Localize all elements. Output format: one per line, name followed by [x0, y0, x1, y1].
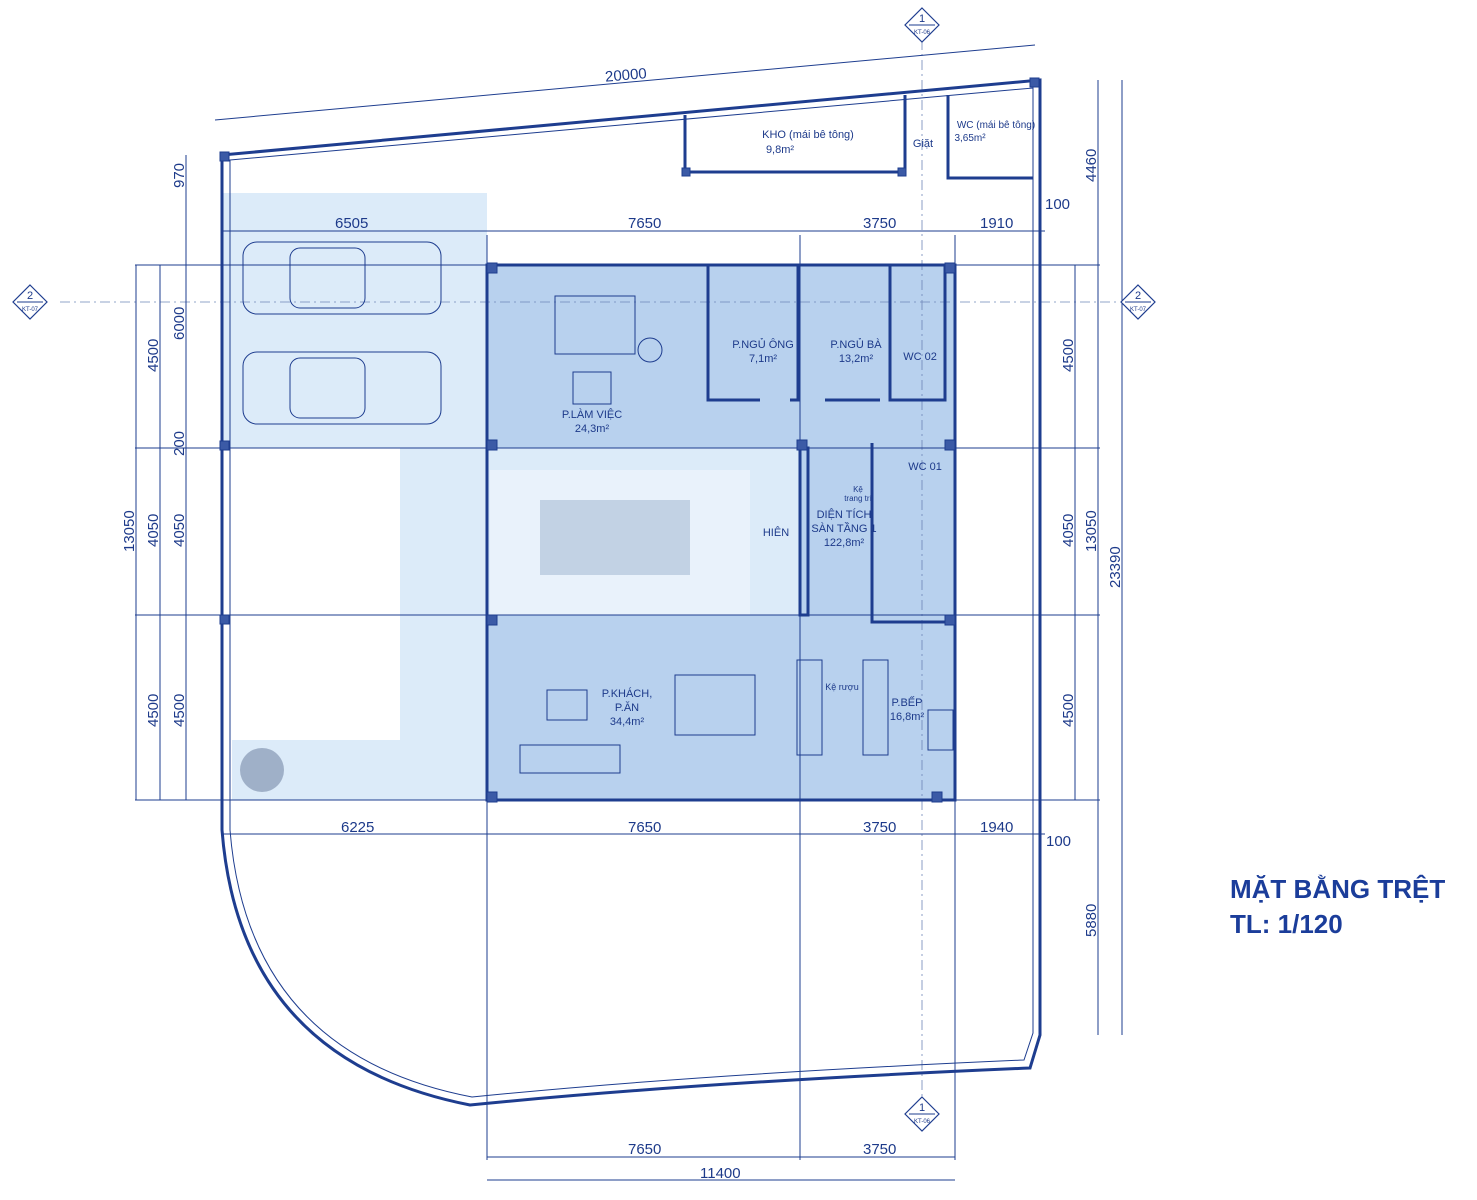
dim-label: 970: [171, 163, 188, 188]
garage-area: [222, 193, 487, 448]
dim-label: 6000: [171, 307, 188, 340]
section-marker-top: 1 KT-06: [904, 7, 940, 43]
dim-label: 4050: [145, 514, 162, 547]
dim-label: 4460: [1083, 149, 1100, 182]
label-wc02: WC 02: [903, 351, 937, 363]
label-ke-trang-tri-1: Kệ: [853, 485, 863, 494]
dim-label: 6225: [341, 819, 374, 836]
label-dien-tich-2: SÀN TẦNG 1: [811, 522, 876, 535]
dim-label: 4500: [1060, 694, 1077, 727]
drawing-scale: TL: 1/120: [1230, 909, 1343, 939]
dim-label: 1940: [980, 819, 1013, 836]
label-giat: Giặt: [913, 138, 933, 150]
dim-label: 3750: [863, 215, 896, 232]
dim-label: 7650: [628, 215, 661, 232]
label-kho: KHO (mái bê tông): [762, 129, 854, 141]
dim-label: 4500: [171, 694, 188, 727]
dimension-labels: 20000 6505 7650 3750 1910 100 6225 7650 …: [121, 65, 1124, 1182]
courtyard-garden: [540, 500, 690, 575]
area-kho: 9,8m²: [766, 144, 794, 156]
label-dien-tich-1: DIỆN TÍCH: [817, 508, 872, 521]
dim-label: 3750: [863, 819, 896, 836]
marker-number: 2: [1135, 290, 1141, 302]
area-bep: 16,8m²: [890, 711, 925, 723]
area-khach-an: 34,4m²: [610, 716, 645, 728]
label-khach: P.KHÁCH,: [602, 687, 653, 700]
marker-number: 1: [919, 1102, 925, 1114]
dim-label: 200: [171, 431, 188, 456]
label-bep: P.BẾP: [892, 696, 923, 709]
section-marker-left: 2 KT-07: [12, 284, 48, 320]
section-marker-right: 2 KT-07: [1120, 284, 1156, 320]
label-wc01: WC 01: [908, 461, 942, 473]
area-lam-viec: 24,3m²: [575, 423, 610, 435]
label-an: P.ĂN: [615, 701, 639, 714]
dim-label: 13050: [121, 510, 138, 552]
dim-label: 6505: [335, 215, 368, 232]
dim-label: 4050: [1060, 514, 1077, 547]
lot-boundary: [220, 78, 1042, 1107]
room-labels: KHO (mái bê tông) 9,8m² Giặt WC (mái bê …: [562, 120, 1035, 728]
dimension-lines: [135, 44, 1123, 1181]
dim-label: 3750: [863, 1141, 896, 1158]
dim-top-total: 20000: [604, 65, 647, 86]
walls: [220, 95, 1033, 830]
dim-label: 100: [1046, 833, 1071, 850]
marker-ref: KT-06: [914, 1119, 931, 1125]
dim-label: 7650: [628, 819, 661, 836]
label-lam-viec: P.LÀM VIỆC: [562, 408, 622, 421]
marker-number: 1: [919, 13, 925, 25]
label-wc-top: WC (mái bê tông): [957, 120, 1035, 131]
dim-label: 13050: [1083, 510, 1100, 552]
furniture: [519, 295, 954, 774]
dim-label: 5880: [1083, 904, 1100, 937]
label-hien: HIÊN: [763, 526, 789, 539]
marker-ref: KT-06: [914, 30, 931, 36]
dim-label: 7650: [628, 1141, 661, 1158]
dim-label: 23390: [1107, 546, 1124, 588]
section-marker-bottom: 1 KT-06: [904, 1096, 940, 1132]
parked-cars: [242, 241, 442, 425]
label-ngu-ba: P.NGỦ BÀ: [830, 338, 882, 351]
dim-label: 1910: [980, 215, 1013, 232]
marker-number: 2: [27, 290, 33, 302]
dim-label: 4500: [145, 694, 162, 727]
area-ngu-ba: 13,2m²: [839, 353, 874, 365]
lot-boundary-inner: [229, 87, 1034, 1098]
side-path: [400, 615, 487, 800]
dim-label: 4500: [1060, 339, 1077, 372]
label-ke-ruou: Kệ rượu: [825, 682, 858, 692]
dim-label: 4500: [145, 339, 162, 372]
drawing-title: MẶT BẰNG TRỆT: [1230, 874, 1445, 904]
area-dien-tich: 122,8m²: [824, 537, 865, 549]
label-ngu-ong: P.NGỦ ÔNG: [732, 338, 794, 351]
dim-label: 4050: [171, 514, 188, 547]
dim-label: 11400: [700, 1165, 741, 1182]
columns: [219, 77, 1040, 803]
area-wc-top: 3,65m²: [954, 133, 986, 144]
area-ngu-ong: 7,1m²: [749, 353, 777, 365]
marker-ref: KT-07: [1130, 307, 1147, 313]
label-ke-trang-tri-2: trang trí: [844, 494, 872, 503]
tree-planter: [240, 748, 284, 792]
marker-ref: KT-07: [22, 307, 39, 313]
dim-label: 100: [1045, 196, 1070, 213]
